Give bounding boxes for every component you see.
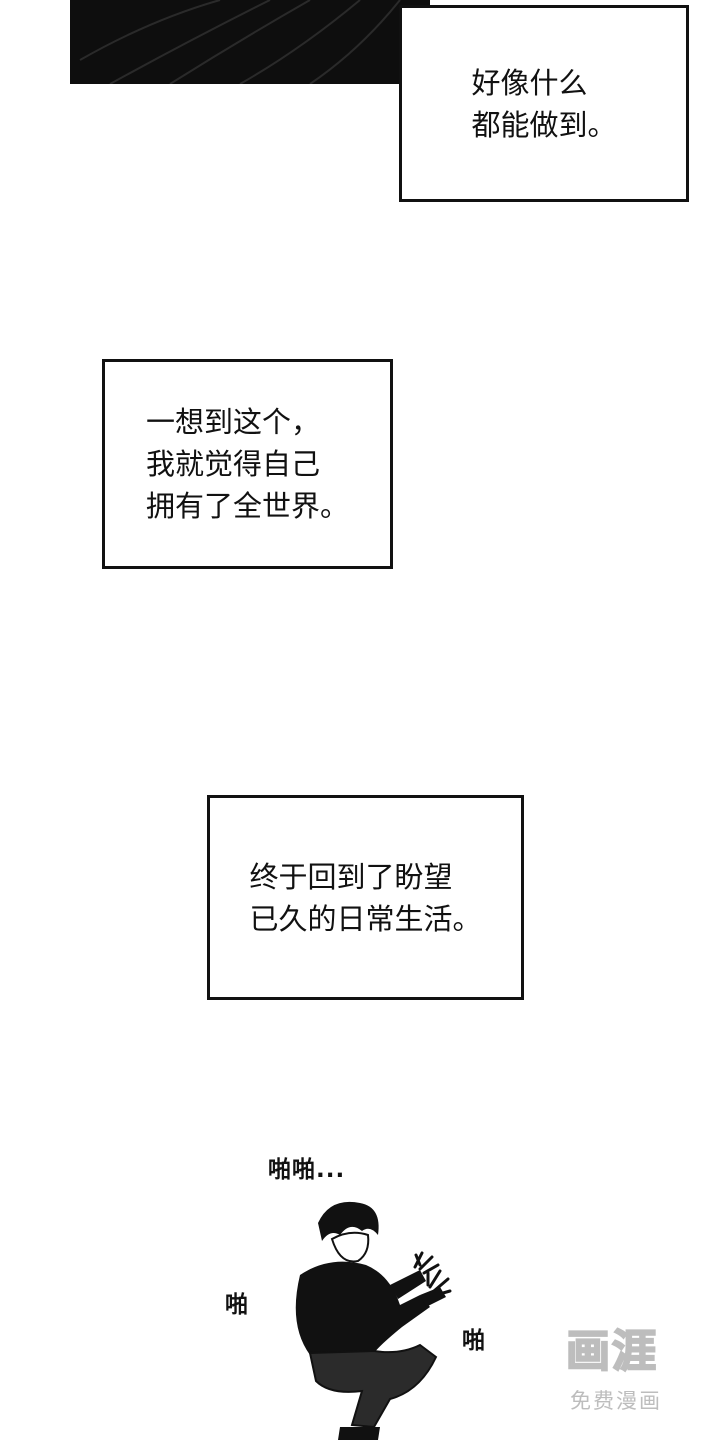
caption-3-line-2: 已久的日常生活。 xyxy=(249,901,482,936)
caption-text-1: 好像什么 都能做到。 xyxy=(471,62,616,146)
caption-1-line-2: 都能做到。 xyxy=(471,107,617,142)
caption-box-1: 好像什么 都能做到。 xyxy=(399,5,689,202)
caption-box-3: 终于回到了盼望 已久的日常生活。 xyxy=(207,795,524,1000)
sfx-clap-top: 啪啪... xyxy=(268,1157,346,1183)
sfx-clap-left: 啪 xyxy=(225,1292,249,1318)
caption-box-2: 一想到这个， 我就觉得自己 拥有了全世界。 xyxy=(102,359,393,569)
caption-2-line-2: 我就觉得自己 xyxy=(145,447,320,481)
caption-text-2: 一想到这个， 我就觉得自己 拥有了全世界。 xyxy=(146,401,349,527)
watermark: 画涯 免费漫画 xyxy=(560,1315,690,1425)
top-dark-panel xyxy=(70,0,430,84)
caption-1-line-1: 好像什么 xyxy=(471,65,588,100)
caption-2-line-3: 拥有了全世界。 xyxy=(145,489,349,523)
caption-text-3: 终于回到了盼望 已久的日常生活。 xyxy=(249,856,481,940)
hair-strokes-art xyxy=(79,0,401,84)
sfx-clap-right: 啪 xyxy=(462,1328,486,1354)
watermark-tagline: 免费漫画 xyxy=(570,1389,662,1413)
clapping-man-illustration xyxy=(295,1201,452,1440)
caption-3-line-1: 终于回到了盼望 xyxy=(249,859,453,894)
watermark-logo: 画涯 xyxy=(565,1325,658,1378)
caption-2-line-1: 一想到这个， xyxy=(145,405,320,439)
